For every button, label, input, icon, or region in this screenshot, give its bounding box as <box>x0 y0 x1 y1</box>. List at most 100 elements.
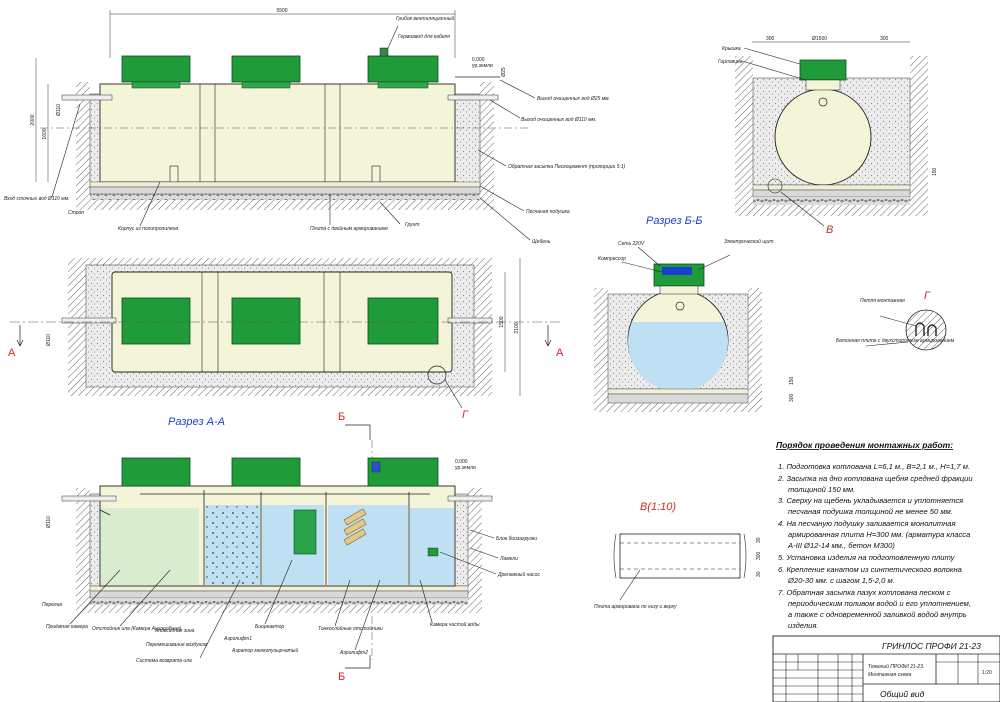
lid-neck <box>131 81 181 89</box>
ev-dim-dia: Ø1500 <box>812 36 827 42</box>
aa-label-aerator: Аэратор мелкопузырчатый <box>231 647 298 654</box>
aa-label-receiving: Приёмная камера <box>46 624 88 630</box>
aa-chamber-receiving <box>101 508 199 585</box>
sand-cushion <box>89 181 481 188</box>
label-inlet: Вход сточных вод Ø110 мм. <box>4 196 70 202</box>
elevation-view: 5500 2000 1600 Ø110 Ø25 0.000 ур.земли Г… <box>4 8 626 245</box>
label-sand-cushion: Песчаная подушка <box>526 209 570 215</box>
aa-label-bio-block: Блок биозагрузки <box>496 536 537 542</box>
label-outlet-25: Выход очищенных вод Ø25 мм. <box>537 96 610 102</box>
tb-desc-1: Тяжелый ПРОФИ 21-23. <box>868 663 924 670</box>
inlet-pipe <box>61 94 113 101</box>
soil-bottom <box>76 200 494 210</box>
v-dim-30a: 30 <box>756 537 762 543</box>
step-7b: периодическим поливом водой и его уплотн… <box>788 599 971 608</box>
aa-label-bioreactor: Биореактор <box>255 624 284 630</box>
aa-label-anoxic: Аноксидная зона <box>154 628 195 634</box>
step-4c: A-III Ø12-14 мм., бетон М300) <box>787 541 895 550</box>
g-marker: Г <box>924 290 931 302</box>
step-2: 2. Засыпка на дно котлована щебня средне… <box>777 474 973 483</box>
g-label-slab: Бетонная плита с двухсторонним армирован… <box>836 338 955 344</box>
g-label-loop: Петля монтажная <box>860 298 905 304</box>
tb-product: ГРИНЛОС ПРОФИ 21-23 <box>882 641 981 651</box>
aa-bio-block <box>293 509 317 555</box>
step-6: 6. Крепление канатом из синтетического в… <box>778 565 962 574</box>
v-dim-30b: 30 <box>756 571 762 577</box>
ev-tank <box>774 88 872 186</box>
aa-lamellas <box>343 508 367 546</box>
bb-label-power: Сеть 220V <box>618 241 645 247</box>
plan-lid <box>367 297 439 345</box>
aa-label-aerolift2: Аэролифт2 <box>339 650 368 656</box>
aa-label-fine-settler: Тонкослойные отстойники <box>318 625 383 632</box>
dim-h-total: 2000 <box>30 114 36 125</box>
aa-label-drain-pump: Дренажный насос <box>497 571 540 578</box>
step-2b: толщиной 150 мм. <box>788 485 855 494</box>
label-vent-fungus: Грибок вентиляционный <box>396 15 454 22</box>
plan-dim-body: 1500 <box>499 316 505 327</box>
foot <box>371 165 381 183</box>
v-title: В(1:10) <box>640 501 676 513</box>
aa-chamber-anoxic <box>205 505 260 585</box>
bb-water <box>628 322 728 392</box>
foot <box>169 165 179 183</box>
step-3b: песчаная подушка толщиной не менее 50 мм… <box>788 507 953 516</box>
step-5: 5. Установка изделия на подготовленную п… <box>778 553 956 562</box>
procedure-title: Порядок проведения монтажных работ: <box>776 440 953 450</box>
label-slab: Плита с двойным армированием <box>310 225 388 232</box>
aa-label-overflow: Перелив <box>42 602 62 608</box>
bb-dim-300: 300 <box>789 393 795 402</box>
lid-neck <box>377 81 429 89</box>
plan-lid <box>121 297 191 345</box>
plan-dim-inlet: Ø110 <box>46 334 52 346</box>
tank-body <box>99 83 456 183</box>
detail-g: Г Петля монтажная Бетонная плита с двухс… <box>836 290 955 351</box>
ev-label-neck: Горловина <box>718 59 743 65</box>
bb-label-compressor: Компрессор <box>598 256 626 262</box>
label-sling: Строп <box>68 210 84 216</box>
lid <box>231 55 301 83</box>
soil-left <box>76 82 90 210</box>
aa-label-clean: Камера чистой воды <box>430 621 480 628</box>
level-label: ур.земли <box>472 63 493 69</box>
step-3: 3. Сверху на щебень укладывается и уплот… <box>778 496 963 505</box>
lid <box>367 55 439 83</box>
detail-g-circle <box>427 365 447 385</box>
label-cable-gland: Гермоввод для кабеля <box>398 34 450 40</box>
section-aa: Разрез А-А Б Б <box>42 411 540 683</box>
label-outlet-110: Выход очищенных вод Ø110 мм. <box>521 117 596 123</box>
title-block: ГРИНЛОС ПРОФИ 21-23 Тяжелый ПРОФИ 21-23.… <box>772 635 1000 702</box>
lid <box>121 55 191 83</box>
marker-g-plan: Г <box>462 409 469 421</box>
step-7c: а также с одновременной заливкой водой в… <box>788 610 967 619</box>
aa-level-label: ур.земли <box>455 465 476 471</box>
ev-dim-150: 150 <box>932 167 938 176</box>
plan-dim-width: 2100 <box>514 322 520 333</box>
label-gravel: Щебень <box>532 239 551 245</box>
label-backfill: Обратная засыпка Пескоцемент (пропорции … <box>508 164 626 170</box>
v-dim-300: 300 <box>756 551 762 560</box>
tb-view: Общий вид <box>880 689 925 699</box>
procedure: Порядок проведения монтажных работ: 1. П… <box>776 440 973 630</box>
detail-v: В(1:10) 30 300 30 Плита армирована по ни… <box>594 501 762 610</box>
plan-outlet-pipe <box>447 317 493 324</box>
bb-label-el-box: Электрический щит <box>724 238 773 245</box>
step-4b: армированная плита H=300 мм. (арматура к… <box>788 530 970 539</box>
end-view: 300 Ø1500 300 150 Крышка Горловина В <box>718 36 938 236</box>
tb-desc-2: Монтажная схема <box>868 672 912 678</box>
dim-length: 5500 <box>276 8 287 14</box>
aa-label-settling: Отстойник ила (Камера Анаэробная) <box>92 625 182 632</box>
plan-lid <box>231 297 301 345</box>
aa-level-0: 0.000 <box>455 459 468 465</box>
label-body: Корпус из полипропилена <box>118 226 178 232</box>
aa-dim-inlet: Ø110 <box>46 516 52 528</box>
dim-h-body: 1600 <box>42 128 48 139</box>
section-aa-title: Разрез А-А <box>168 416 225 428</box>
lid-neck <box>241 81 291 89</box>
step-1: 1. Подготовка котлована L=6,1 м., B=2,1 … <box>778 462 970 471</box>
aa-chamber-fine <box>328 505 408 585</box>
step-7: 7. Обратная засыпка пазух котлована песк… <box>778 588 951 597</box>
label-soil: Грунт <box>405 222 420 228</box>
section-bb: Разрез Б-Б Сеть 220V Компрессор Электрич… <box>594 215 795 412</box>
aa-drain-pump <box>427 547 439 557</box>
